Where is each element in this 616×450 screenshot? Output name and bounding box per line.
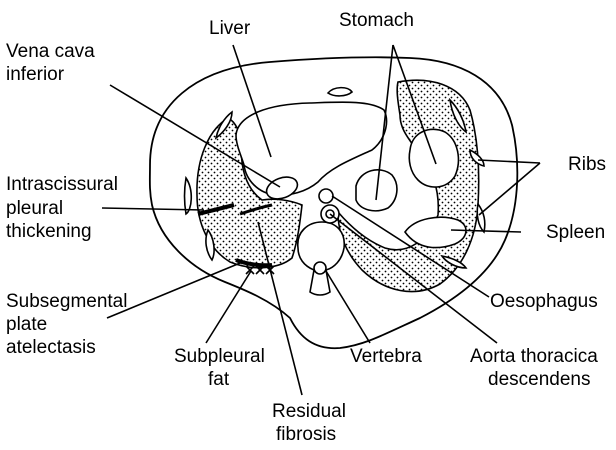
label-spleen: Spleen — [546, 222, 605, 243]
label-stomach: Stomach — [339, 10, 414, 31]
label-residual-2: fibrosis — [276, 424, 336, 445]
rib-right-3 — [477, 204, 485, 232]
vertebra-bone — [298, 222, 344, 295]
label-liver: Liver — [209, 18, 251, 39]
label-subpleural-2: fat — [208, 369, 230, 390]
label-intrascissural-3: thickening — [6, 221, 92, 242]
oesophagus-organ — [319, 189, 333, 203]
label-intrascissural-2: pleural — [6, 198, 63, 219]
navel-mark — [328, 88, 352, 96]
label-residual-1: Residual — [272, 401, 346, 422]
label-subsegmental-2: plate — [6, 314, 47, 335]
label-vena-cava-2: inferior — [6, 64, 65, 85]
leader-vertebra — [326, 271, 370, 343]
leader-ribs-2 — [479, 163, 540, 215]
label-subsegmental-3: atelectasis — [6, 337, 96, 358]
label-vena-cava-1: Vena cava — [6, 41, 95, 62]
leader-subsegmental — [107, 261, 245, 318]
label-subpleural-1: Subpleural — [174, 346, 265, 367]
label-aorta-1: Aorta thoracica — [470, 346, 598, 367]
label-intrascissural-1: Intrascissural — [6, 174, 118, 195]
leader-subpleural — [206, 271, 251, 343]
spleen-organ — [405, 217, 466, 247]
rib-left-1 — [185, 178, 192, 214]
label-oesophagus: Oesophagus — [490, 291, 598, 312]
vertebra-canal — [314, 262, 326, 274]
label-ribs: Ribs — [568, 154, 606, 175]
label-aorta-2: descendens — [488, 369, 590, 390]
leader-ribs-1 — [478, 160, 540, 163]
label-vertebra: Vertebra — [350, 346, 422, 367]
label-subsegmental-1: Subsegmental — [6, 291, 127, 312]
